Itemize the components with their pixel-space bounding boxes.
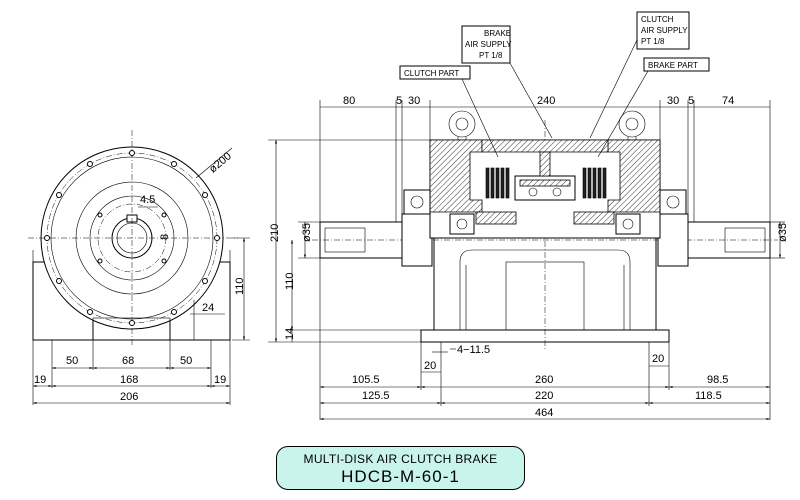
side-bottom-125-5: 125.5 <box>362 390 390 402</box>
side-top-5-left: 5 <box>396 95 402 107</box>
eye-bolt-right <box>618 110 646 140</box>
side-dim-20-right: 20 <box>652 353 664 365</box>
clutch-disk-pack <box>485 167 510 199</box>
end-dim-24: 24 <box>202 302 214 314</box>
side-slot-4-11-5: 4−11.5 <box>457 344 490 356</box>
side-top-80: 80 <box>343 95 355 107</box>
side-shaft-dia-right: ø35 <box>777 223 789 242</box>
end-dia-200: ø200 <box>207 150 234 175</box>
side-top-30-right: 30 <box>667 95 679 107</box>
title-product-name: MULTI-DISK AIR CLUTCH BRAKE <box>303 452 498 466</box>
side-bottom-118-5: 118.5 <box>695 390 722 402</box>
side-bottom-98-5: 98.5 <box>707 374 728 386</box>
side-top-5-right: 5 <box>688 95 694 107</box>
side-dim-20-left: 20 <box>424 360 436 372</box>
side-view: ø35 ø35 210 110 14 80 5 30 240 30 5 74 <box>268 95 789 421</box>
callouts: CLUTCH PART BRAKE PART BRAKE AIR SUPPLY … <box>399 11 710 158</box>
end-dim-19-left: 19 <box>34 374 46 386</box>
end-dim-50-right: 50 <box>180 355 192 367</box>
side-bottom-260: 260 <box>535 374 553 386</box>
side-height-110: 110 <box>284 272 296 290</box>
callout-clutch-air-1: CLUTCH <box>641 15 674 24</box>
side-top-240: 240 <box>537 95 555 107</box>
end-dim-8: 8 <box>159 234 171 240</box>
callout-clutch-part: CLUTCH PART <box>404 69 459 78</box>
callout-brake-air-1: BRAKE <box>484 29 511 38</box>
end-view: ø200 4.5 8 110 24 50 68 50 19 168 19 <box>28 130 250 405</box>
callout-clutch-air-2: AIR SUPPLY <box>641 26 688 35</box>
side-top-74: 74 <box>722 95 734 107</box>
end-dim-4-5: 4.5 <box>140 194 155 206</box>
side-bottom-105-5: 105.5 <box>352 374 380 386</box>
end-dim-50-left: 50 <box>66 355 78 367</box>
side-bottom-220: 220 <box>535 390 553 402</box>
bolt-holes <box>44 150 220 326</box>
side-top-30-left: 30 <box>408 95 420 107</box>
eye-bolt-left <box>448 110 476 140</box>
side-bottom-464: 464 <box>535 407 553 419</box>
end-dim-19-right: 19 <box>214 374 226 386</box>
end-dim-110: 110 <box>234 277 246 295</box>
end-dim-168: 168 <box>120 374 138 386</box>
title-model-number: HDCB-M-60-1 <box>341 467 460 486</box>
side-shaft-dia-left: ø35 <box>301 223 313 242</box>
side-height-210: 210 <box>269 224 281 242</box>
brake-disk-pack <box>582 167 607 199</box>
callout-clutch-air-3: PT 1/8 <box>641 37 665 46</box>
title-block: MULTI-DISK AIR CLUTCH BRAKE HDCB-M-60-1 <box>276 446 525 490</box>
end-dim-206: 206 <box>120 391 138 403</box>
end-dim-68: 68 <box>122 355 134 367</box>
callout-brake-air-3: PT 1/8 <box>479 51 503 60</box>
callout-brake-part: BRAKE PART <box>648 61 698 70</box>
side-height-14: 14 <box>284 328 296 340</box>
callout-brake-air-2: AIR SUPPLY <box>465 40 512 49</box>
